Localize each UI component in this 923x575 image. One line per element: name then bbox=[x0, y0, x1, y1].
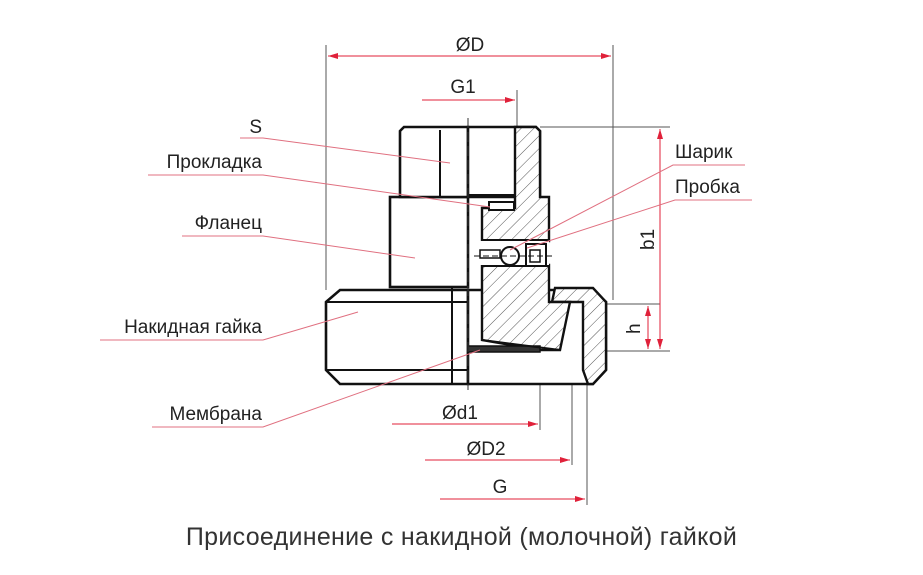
label-plug: Пробка bbox=[675, 177, 740, 198]
dim-g: G bbox=[493, 477, 508, 498]
dim-g1: G1 bbox=[450, 77, 475, 98]
caption: Присоединение с накидной (молочной) гайк… bbox=[185, 523, 738, 551]
label-gasket: Прокладка bbox=[167, 152, 263, 173]
gasket bbox=[488, 201, 515, 211]
label-union-nut: Накидная гайка bbox=[124, 317, 262, 338]
flange bbox=[388, 195, 470, 289]
ball-and-plug bbox=[474, 239, 552, 267]
dim-d2: ØD2 bbox=[466, 439, 505, 460]
label-membrane: Мембрана bbox=[169, 404, 262, 425]
label-s: S bbox=[249, 117, 262, 138]
dim-b1: b1 bbox=[638, 229, 659, 250]
dimension-lines bbox=[328, 53, 663, 502]
dim-h: h bbox=[624, 323, 645, 334]
leader-lines bbox=[100, 137, 752, 428]
dim-d1: Ød1 bbox=[442, 403, 478, 424]
label-ball: Шарик bbox=[675, 142, 733, 163]
dim-outer-diameter: ØD bbox=[456, 35, 485, 56]
label-flange: Фланец bbox=[195, 213, 263, 234]
